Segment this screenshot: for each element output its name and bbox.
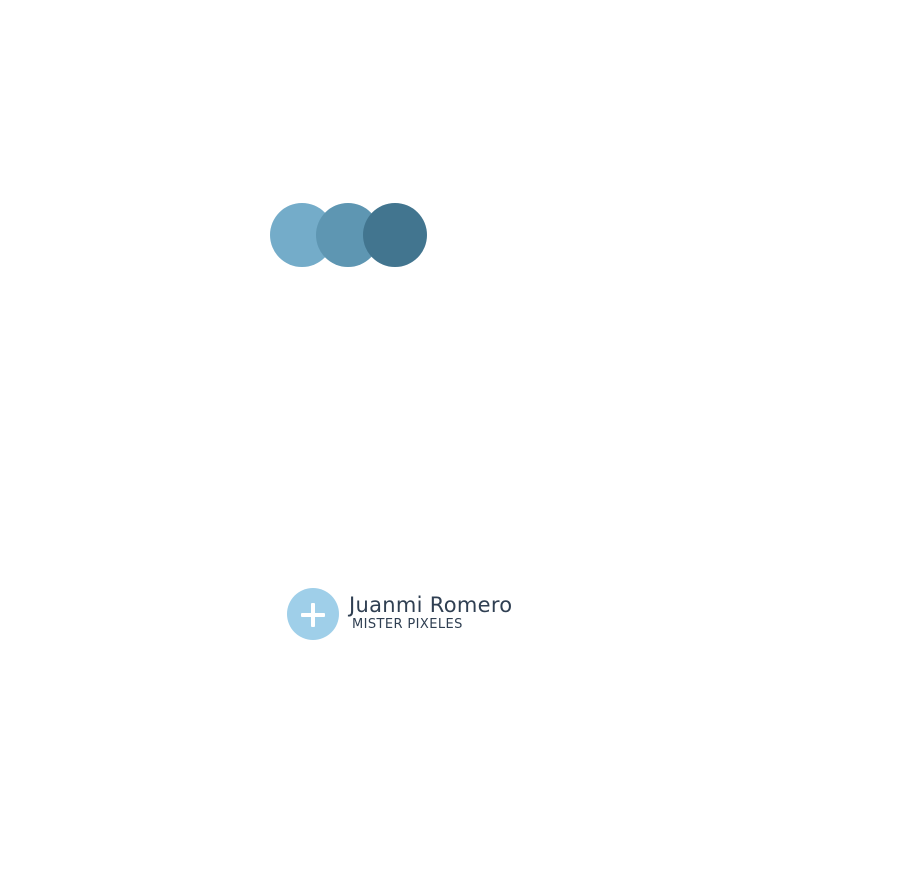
author-credit-text: Juanmi Romero MISTER PIXELES — [349, 593, 512, 633]
plus-icon-vertical — [311, 603, 315, 627]
author-name: Juanmi Romero — [349, 592, 513, 617]
author-credit[interactable]: Juanmi Romero MISTER PIXELES — [287, 588, 512, 640]
loading-dot-3 — [363, 203, 427, 267]
plus-icon[interactable] — [287, 588, 339, 640]
author-tagline: MISTER PIXELES — [352, 616, 463, 632]
